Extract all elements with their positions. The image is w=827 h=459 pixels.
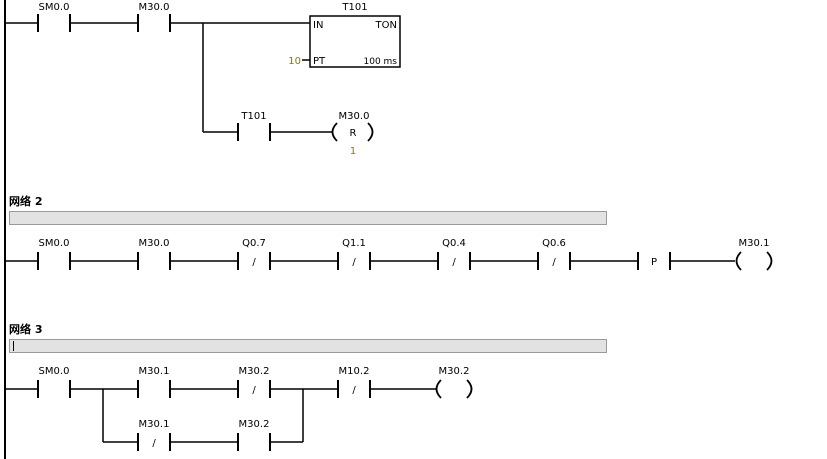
edge-symbol: P: [651, 257, 657, 268]
contact-sm0-0[interactable]: SM0.0: [37, 2, 71, 32]
timer-preset-value: 10: [288, 56, 301, 67]
contact-address: M30.2: [239, 419, 270, 430]
negation-symbol: /: [152, 438, 156, 449]
network-2: SM0.0 M30.0 Q0.7 / Q1.1 / Q0.4 /: [5, 238, 773, 271]
contact-t101[interactable]: T101: [237, 111, 271, 141]
coil-address: M30.2: [439, 366, 470, 377]
coil-count: 1: [350, 146, 356, 157]
negation-symbol: /: [352, 257, 356, 268]
contact-address: M30.2: [239, 366, 270, 377]
contact-address: SM0.0: [39, 238, 70, 249]
timer-t101[interactable]: T101 IN TON PT 100 ms 10: [288, 2, 401, 68]
contact-address: M30.1: [139, 419, 170, 430]
negation-symbol: /: [252, 257, 256, 268]
contact-nc-q0-6[interactable]: Q0.6 /: [537, 238, 571, 270]
contact-nc-m30-2[interactable]: M30.2 /: [237, 366, 271, 398]
network-3: SM0.0 M30.1 M30.2 / M10.2 / M30.2 M30.: [5, 366, 473, 451]
contact-m30-0[interactable]: M30.0: [137, 238, 171, 270]
negation-symbol: /: [452, 257, 456, 268]
timer-type-label: TON: [375, 20, 397, 31]
network-3-comment-bar[interactable]: [9, 339, 607, 353]
negation-symbol: /: [252, 385, 256, 396]
contact-nc-m10-2[interactable]: M10.2 /: [337, 366, 371, 398]
timer-box: [309, 15, 401, 68]
network-3-title: 网络 3: [9, 323, 43, 336]
timer-pt-label: PT: [313, 56, 326, 67]
contact-address: Q0.6: [542, 238, 566, 249]
contact-address: M30.1: [139, 366, 170, 377]
timer-name: T101: [341, 2, 367, 13]
coil-address: M30.1: [739, 238, 770, 249]
contact-address: Q1.1: [342, 238, 366, 249]
contact-address: M10.2: [339, 366, 370, 377]
contact-m30-1[interactable]: M30.1: [137, 366, 171, 398]
timer-in-label: IN: [313, 20, 323, 31]
contact-m30-2[interactable]: M30.2: [237, 419, 271, 451]
coil-address: M30.0: [339, 111, 370, 122]
network-2-comment-bar[interactable]: [9, 211, 607, 225]
network-2-title: 网络 2: [9, 195, 43, 208]
contact-address: T101: [240, 111, 266, 122]
negation-symbol: /: [552, 257, 556, 268]
contact-nc-q0-4[interactable]: Q0.4 /: [437, 238, 471, 270]
text-caret: [13, 341, 14, 351]
negation-symbol: /: [352, 385, 356, 396]
contact-sm0-0[interactable]: SM0.0: [37, 366, 71, 398]
contact-address: M30.0: [139, 238, 170, 249]
contact-address: SM0.0: [39, 366, 70, 377]
timer-timebase: 100 ms: [364, 57, 398, 67]
contact-nc-q1-1[interactable]: Q1.1 /: [337, 238, 371, 270]
contact-address: SM0.0: [39, 2, 70, 13]
network-1: SM0.0 M30.0 T101 IN TON PT 100 ms 10 T10…: [5, 2, 401, 157]
coil-symbol: R: [350, 128, 357, 139]
contact-nc-q0-7[interactable]: Q0.7 /: [237, 238, 271, 270]
coil-m30-1[interactable]: M30.1: [735, 238, 773, 271]
coil-m30-2[interactable]: M30.2: [435, 366, 473, 399]
contact-sm0-0[interactable]: SM0.0: [37, 238, 71, 270]
contact-address: Q0.4: [442, 238, 466, 249]
edge-detect-positive[interactable]: P: [637, 252, 671, 270]
contact-address: Q0.7: [242, 238, 266, 249]
contact-m30-0[interactable]: M30.0: [137, 2, 171, 32]
coil-reset-m30-0[interactable]: M30.0 R 1: [331, 111, 374, 157]
contact-address: M30.0: [139, 2, 170, 13]
contact-nc-m30-1[interactable]: M30.1 /: [137, 419, 171, 451]
